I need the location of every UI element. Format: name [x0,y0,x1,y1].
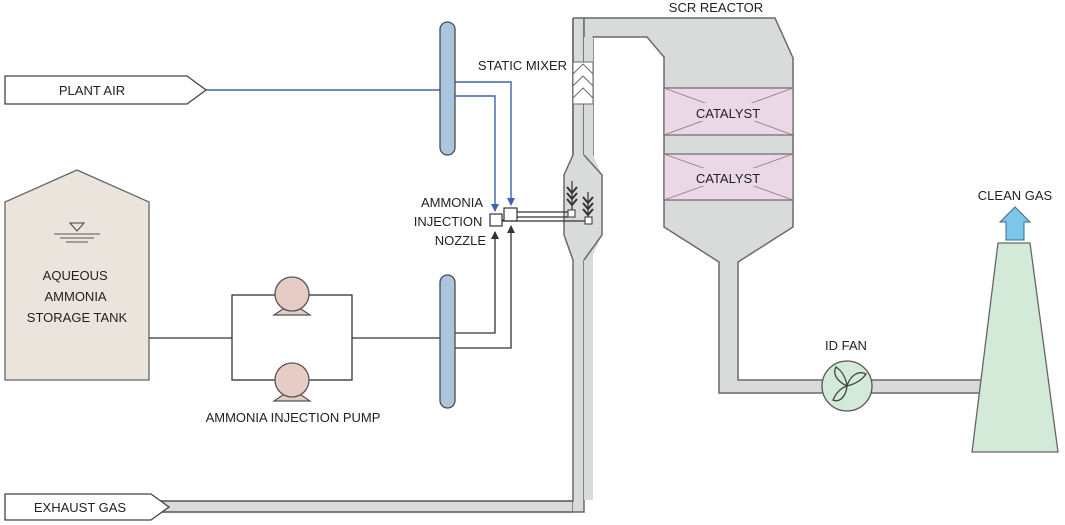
id-fan: ID FAN [821,338,873,412]
tank-label-line2: AMMONIA [44,289,106,304]
clean-gas-arrow-icon [998,206,1032,241]
catalyst-bed-top: CATALYST [663,87,794,136]
static-mixer: STATIC MIXER [478,58,594,105]
nozzle-label-line2: INJECTION [414,214,483,229]
svg-text:AQUEOUS AMMONIA ST: AQUEOUS AMMONIA STORAGE TANK [27,268,128,325]
exhaust-gas-duct [149,18,585,513]
catalyst-top-label: CATALYST [696,106,760,121]
tank-label-line1: AQUEOUS [43,268,108,283]
catalyst-bottom-label: CATALYST [696,171,760,186]
ammonia-distribution-header [439,274,456,409]
catalyst-bed-bottom: CATALYST [663,153,794,201]
scr-reactor: CATALYST CATALYST SCR REACTOR [573,0,989,500]
tank-label-line3: STORAGE TANK [27,310,128,325]
plant-air-tag: PLANT AIR [4,75,208,105]
scr-reactor-label: SCR REACTOR [669,0,763,15]
static-mixer-label: STATIC MIXER [478,58,567,73]
ammonia-injection-pump-lower [272,362,312,402]
plant-air-line [206,81,515,212]
air-distribution-header [439,21,456,156]
exhaust-stack: CLEAN GAS [971,188,1059,453]
nozzle-label-line3: NOZZLE [435,233,487,248]
fan-icon [832,366,867,402]
svg-text:AMMONIA INJECTION: AMMONIA INJECTION NOZZLE [414,195,487,248]
aqueous-ammonia-storage-tank: AQUEOUS AMMONIA STORAGE TANK [4,169,150,381]
ammonia-injection-pump-upper [272,276,312,316]
injection-grid-section [563,18,603,500]
exhaust-gas-tag: EXHAUST GAS [4,493,171,521]
ammonia-injection-nozzle: AMMONIA INJECTION NOZZLE [414,195,585,248]
clean-gas-label: CLEAN GAS [978,188,1053,203]
ammonia-piping [149,225,515,381]
pump-label: AMMONIA INJECTION PUMP [206,410,381,425]
exhaust-gas-label: EXHAUST GAS [34,500,127,515]
id-fan-label: ID FAN [825,338,867,353]
spray-nozzle-icon [566,181,578,218]
nozzle-label-line1: AMMONIA [421,195,483,210]
plant-air-label: PLANT AIR [59,83,125,98]
